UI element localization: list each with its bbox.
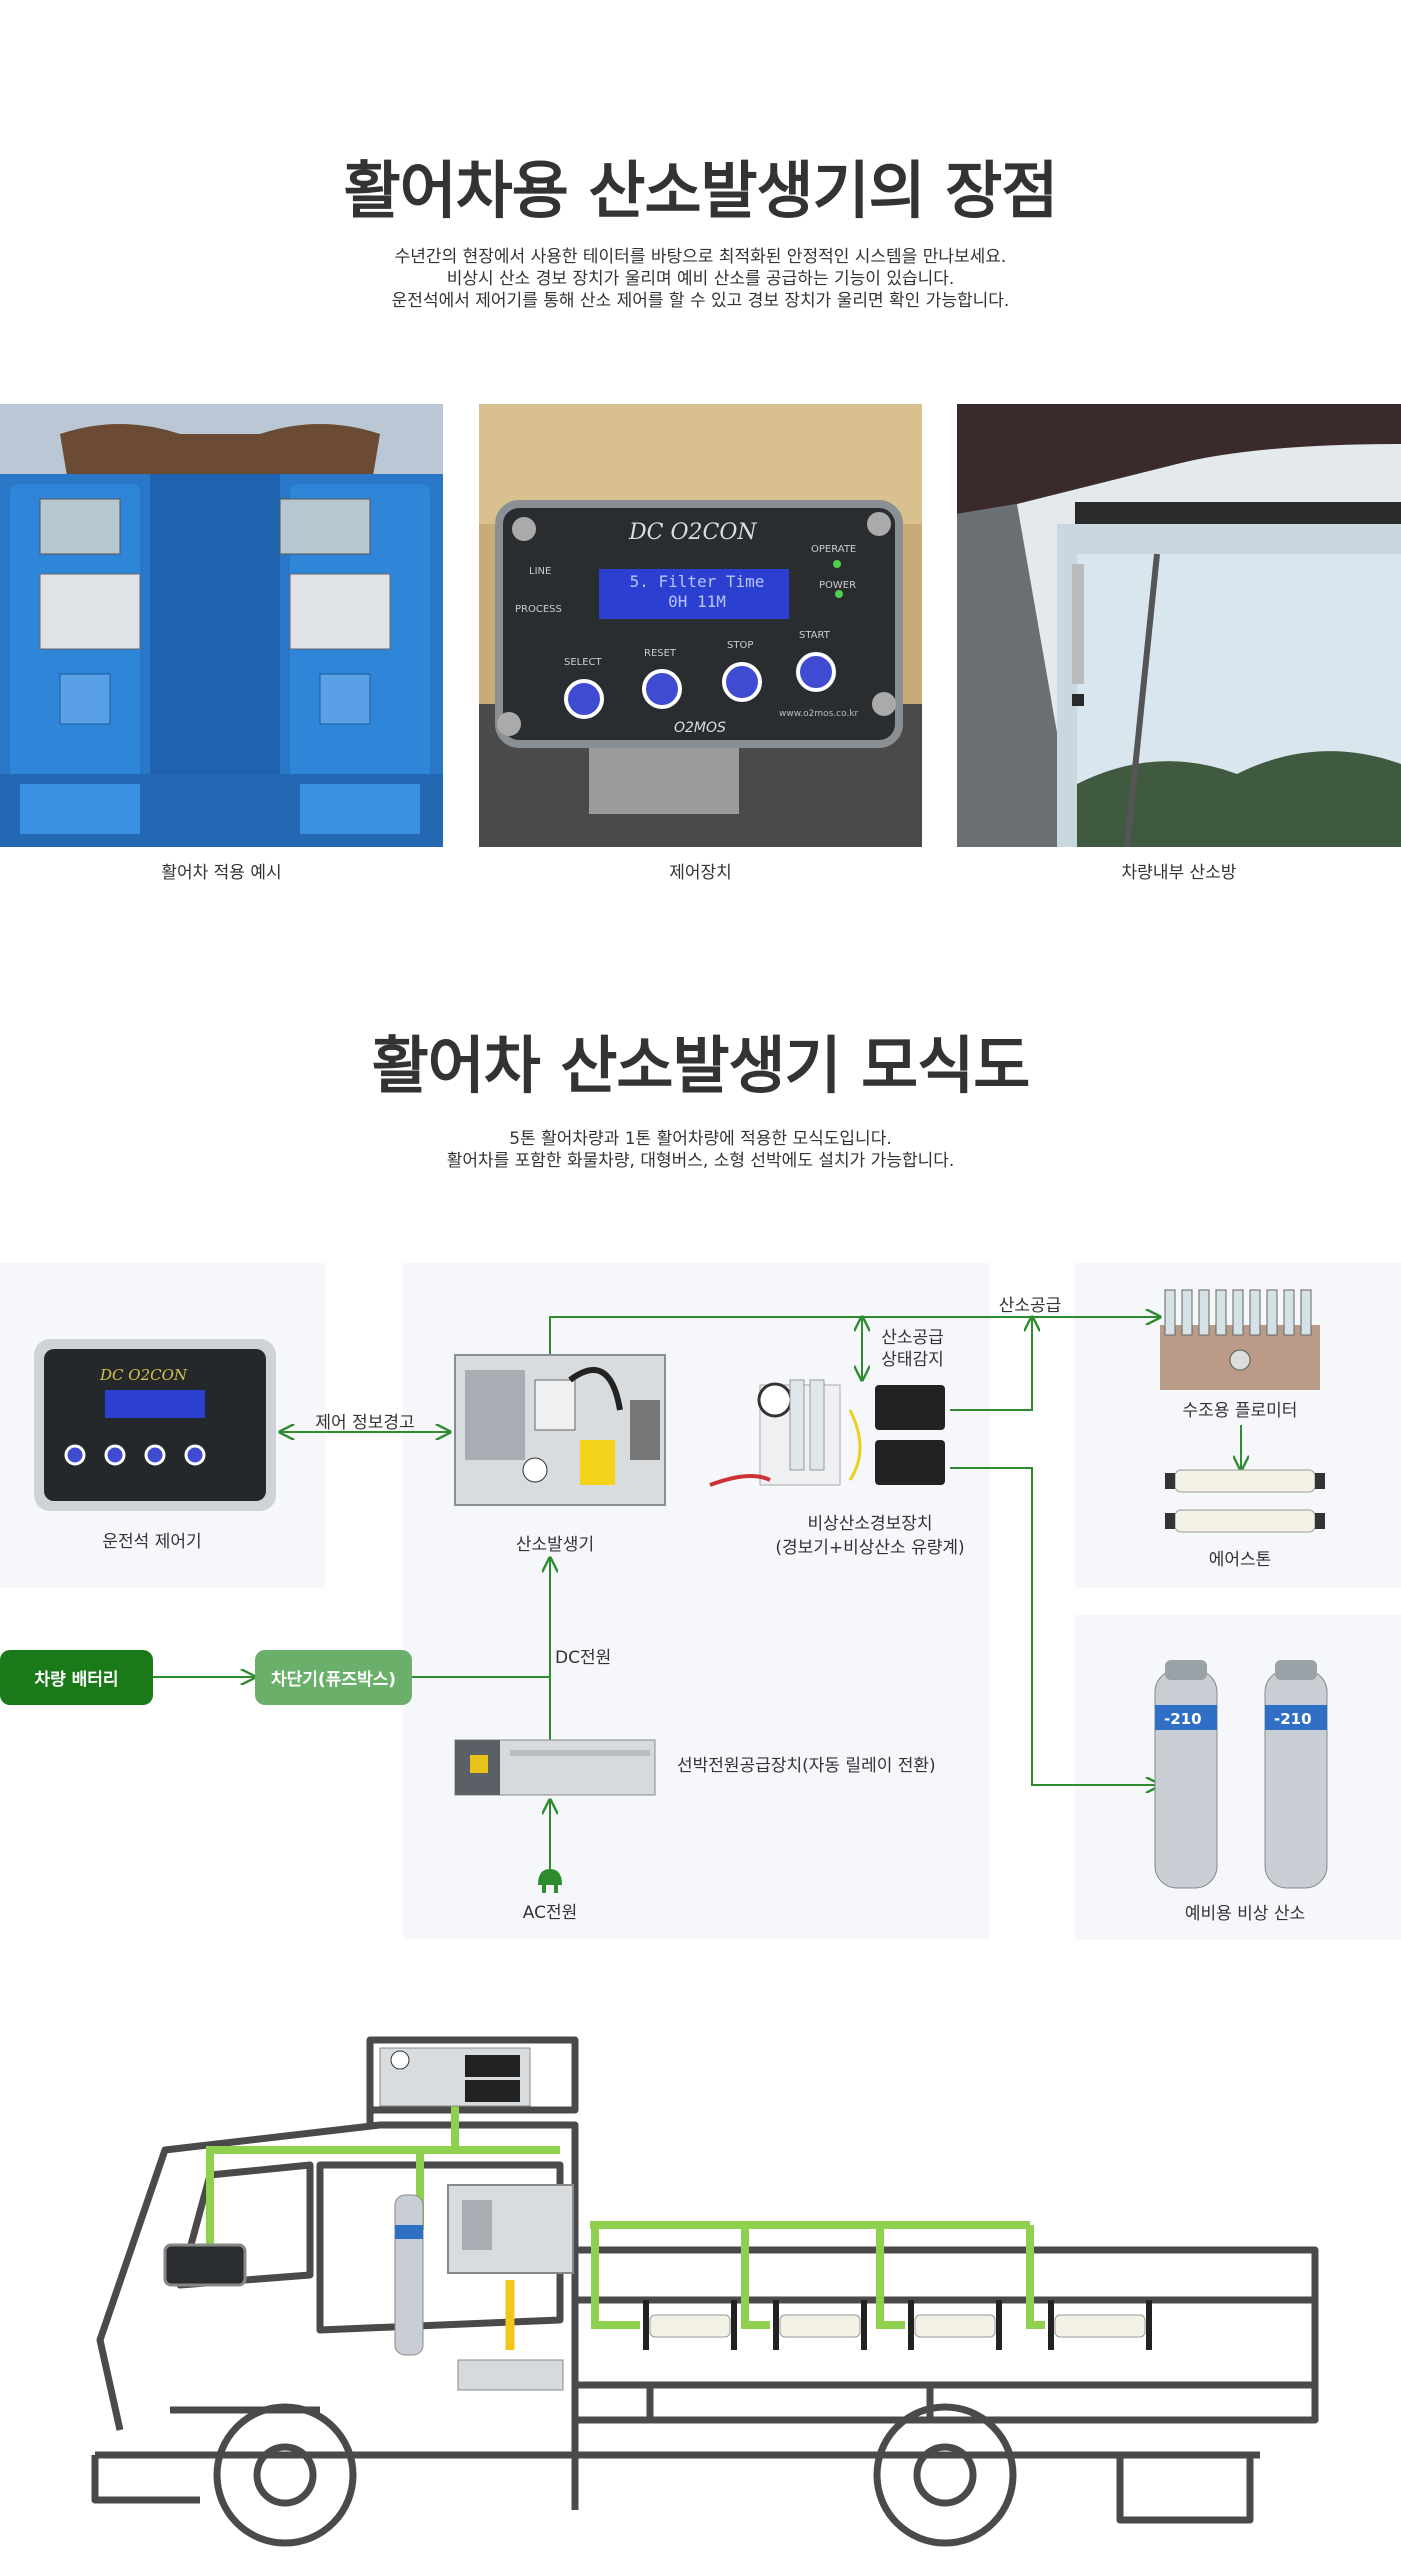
driver-controller-label: 운전석 제어기 [102,1532,202,1552]
desc-line: 운전석에서 제어기를 통해 산소 제어를 할 수 있고 경보 장치가 울리면 확… [391,291,1010,311]
photo-caption: 차량내부 산소방 [1121,863,1237,883]
emergency-line: 비상산소경보장치 [807,1514,933,1534]
oxygen-supply-label: 산소공급 [998,1296,1062,1316]
desc-line: 수년간의 현장에서 사용한 테이터를 바탕으로 최적화된 안정적인 시스템을 만… [394,247,1007,267]
supply-status-label: 산소공급 상태감지 [865,1327,960,1371]
emergency-alarm-label: 비상산소경보장치 (경보기+비상산소 유량계) [745,1512,995,1560]
ac-plug-icon [532,1865,568,1895]
maker-url: www.o2mos.co.kr [779,709,859,719]
airstone-device [1165,1465,1325,1535]
photo-truck-application [0,404,443,847]
diagram-lines [153,0,1401,1870]
operate-label: OPERATE [811,544,857,555]
supply-status-line: 산소공급 [881,1328,944,1348]
controller-brand: DC O2CON [629,520,757,545]
desc-line: 활어차를 포함한 화물차량, 대형버스, 소형 선박에도 설치가 가능합니다. [446,1151,955,1171]
dc-power-label: DC전원 [555,1648,612,1668]
oxygen-generator-device [450,1350,670,1510]
control-alarm-label: 제어 정보경고 [315,1413,415,1433]
breaker-node: 차단기(퓨즈박스) [255,1650,412,1705]
ac-power-label: AC전원 [522,1903,578,1923]
section1-description: 수년간의 현장에서 사용한 테이터를 바탕으로 최적화된 안정적인 시스템을 만… [0,246,1401,312]
process-label: PROCESS [515,604,562,615]
svg-text:-210: -210 [1164,1710,1202,1728]
photo-controller: DC O2CON 5. Filter Time 0H 11M LINE PROC… [479,404,922,847]
ship-power-label: 선박전원공급장치(자동 릴레이 전환) [677,1756,936,1776]
reset-label: RESET [644,648,677,659]
truck-illustration [91,2036,1319,2547]
start-label: START [799,630,830,641]
controller-screen: 5. Filter Time 0H 11M [607,572,787,612]
reserve-oxygen-cylinders: -210 -210 [1150,1660,1340,1890]
reserve-oxygen-label: 예비용 비상 산소 [1184,1904,1306,1924]
vehicle-battery-node: 차량 배터리 [0,1650,153,1705]
screen-line: 0H 11M [668,592,726,611]
section2-description: 5톤 활어차량과 1톤 활어차량에 적용한 모식도입니다. 활어차를 포함한 화… [0,1128,1401,1172]
section1-title: 활어차용 산소발생기의 장점 [343,154,1059,227]
flowmeter-label: 수조용 플로미터 [1182,1401,1298,1421]
airstone-label: 에어스톤 [1208,1550,1272,1570]
photo-caption: 활어차 적용 예시 [161,863,282,883]
desc-line: 비상시 산소 경보 장치가 울리며 예비 산소를 공급하는 기능이 있습니다. [446,269,955,289]
supply-status-line: 상태감지 [881,1350,944,1370]
select-label: SELECT [564,657,602,668]
panel-reserve [1075,1615,1401,1940]
flowmeter-device [1160,1285,1320,1390]
svg-text:DC O2CON: DC O2CON [99,1366,188,1384]
emergency-line: (경보기+비상산소 유량계) [775,1538,965,1558]
section2-title: 활어차 산소발생기 모식도 [371,1029,1031,1102]
desc-line: 5톤 활어차량과 1톤 활어차량에 적용한 모식도입니다. [509,1129,892,1149]
driver-controller-device: DC O2CON [30,1335,280,1515]
power-label: POWER [819,580,857,591]
photo-caption: 제어장치 [669,863,732,883]
photo-interior [957,404,1401,847]
ship-power-device [450,1730,660,1805]
maker-logo: O2MOS [674,720,726,736]
line-label: LINE [529,566,552,577]
screen-line: 5. Filter Time [629,572,765,591]
emergency-alarm-device [700,1370,950,1510]
svg-text:-210: -210 [1274,1710,1312,1728]
stop-label: STOP [727,640,754,651]
generator-label: 산소발생기 [515,1535,595,1555]
